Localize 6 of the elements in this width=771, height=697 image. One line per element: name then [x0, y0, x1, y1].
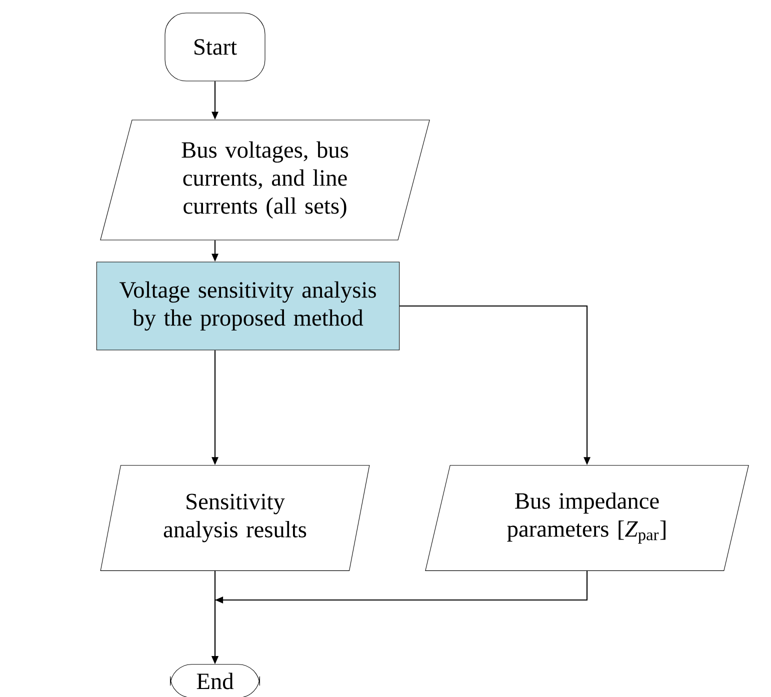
- data-parallelogram: Bus impedance parameters [Z$_{par}$]: [425, 465, 749, 571]
- data-parallelogram: Sensitivity analysis results: [100, 465, 370, 571]
- data-parallelogram: Bus voltages, bus currents, and line currents (all sets): [100, 120, 430, 240]
- process-box: Voltage sensitivity analysis by the proposed method: [96, 262, 400, 350]
- terminal-box: End: [170, 664, 260, 697]
- terminal-box: Start: [164, 12, 266, 82]
